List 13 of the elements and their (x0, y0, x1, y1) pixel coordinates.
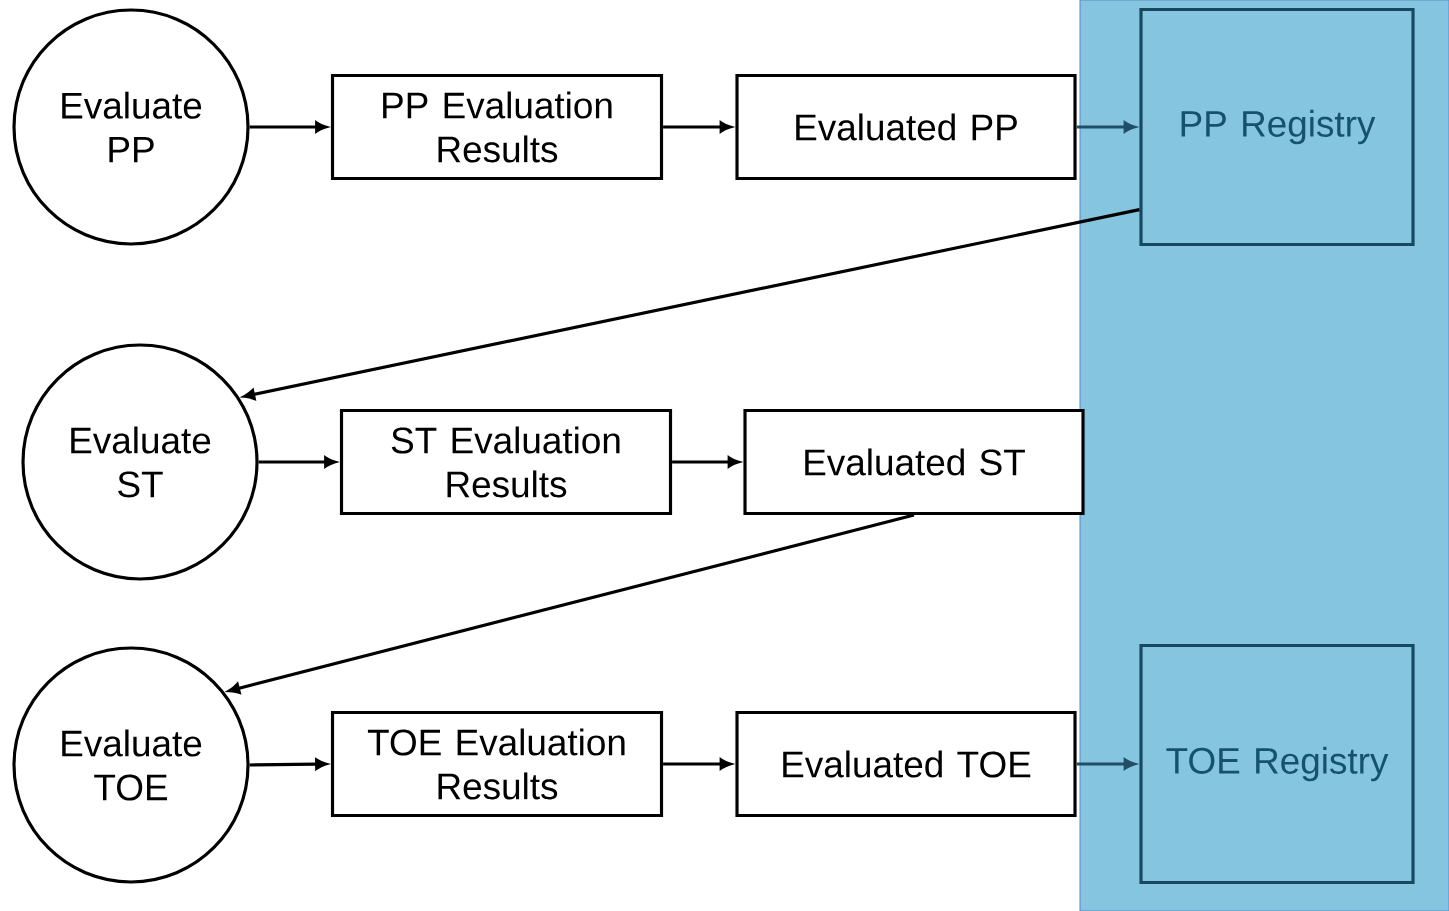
data-box: Evaluated PP (735, 73, 1077, 181)
data-box: Evaluated TOE (735, 710, 1077, 818)
data-box: PP Evaluation Results (330, 73, 664, 181)
data-box: Evaluated ST (743, 408, 1085, 516)
registry-box: TOE Registry (1139, 643, 1415, 885)
arrow (1076, 121, 1136, 133)
arrow (672, 456, 740, 468)
registry-box: PP Registry (1139, 7, 1415, 247)
arrow (1076, 758, 1136, 770)
arrow (663, 121, 732, 133)
arrow (663, 758, 732, 770)
data-box: TOE Evaluation Results (330, 710, 664, 818)
data-box: ST Evaluation Results (339, 408, 673, 516)
